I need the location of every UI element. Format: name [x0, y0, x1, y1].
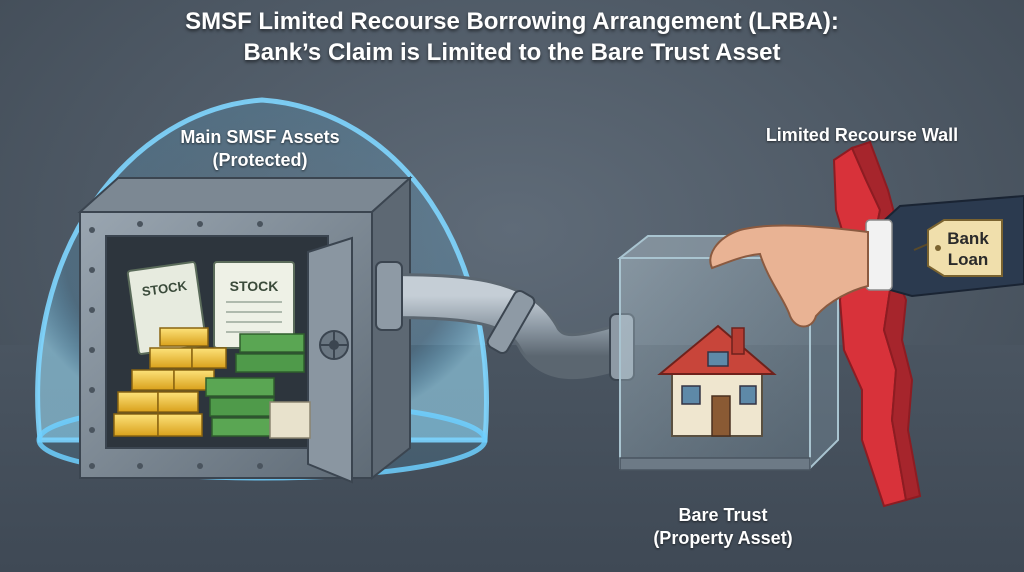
title-line-2: Bank’s Claim is Limited to the Bare Trus…	[243, 39, 781, 66]
bare-trust-label: Bare Trust (Property Asset)	[618, 504, 828, 550]
bank-tag-line2: Loan	[948, 250, 989, 269]
stock-certificates: STOCK STOCK	[126, 261, 295, 355]
limited-recourse-wall	[832, 140, 922, 508]
title-line-1: SMSF Limited Recourse Borrowing Arrangem…	[185, 8, 839, 35]
stock-certificate-left: STOCK	[141, 278, 189, 299]
main-assets-label-line-2: (Protected)	[212, 150, 308, 170]
cash-stacks	[205, 333, 311, 439]
bare-trust-label-line-2: (Property Asset)	[653, 528, 793, 548]
bank-tag-line1: Bank	[947, 229, 989, 248]
main-assets-label-line-1: Main SMSF Assets	[180, 127, 340, 147]
gold-bars	[113, 327, 227, 437]
bare-trust-label-line-1: Bare Trust	[678, 505, 768, 525]
main-assets-label: Main SMSF Assets (Protected)	[140, 126, 380, 172]
bank-loan-tag: Bank Loan	[913, 219, 1003, 277]
wall-label: Limited Recourse Wall	[765, 125, 959, 145]
house-icon	[657, 324, 777, 437]
page-title: SMSF Limited Recourse Borrowing Arrangem…	[0, 6, 1024, 68]
stock-certificate-right: STOCK	[230, 278, 279, 294]
